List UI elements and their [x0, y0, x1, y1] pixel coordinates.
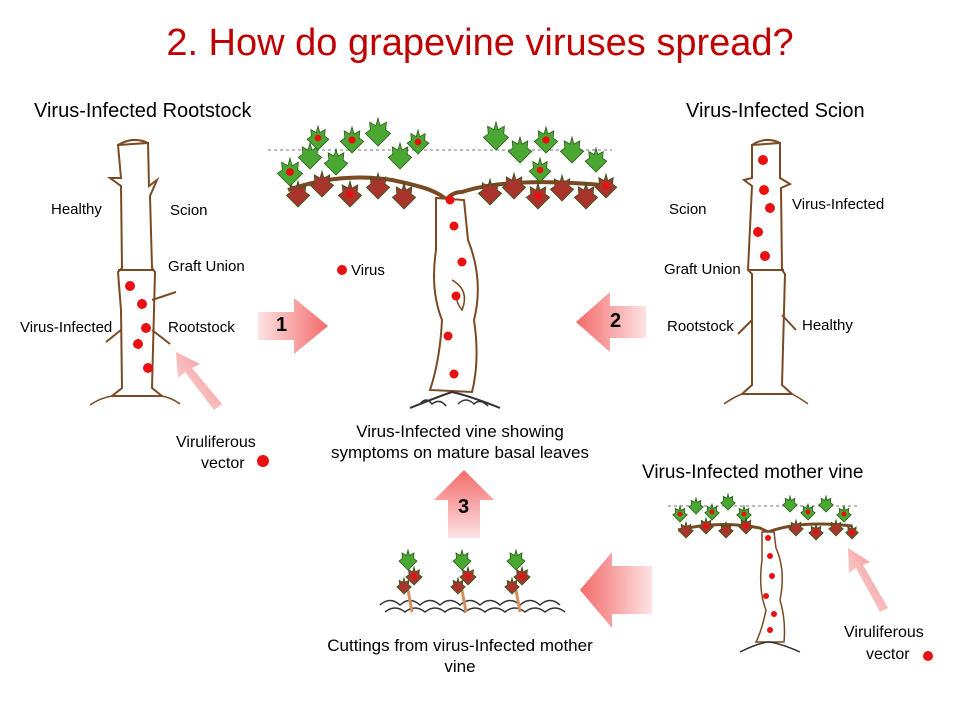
grape-leaf: [836, 504, 852, 523]
left-scion-label: Scion: [170, 202, 208, 219]
left-rootstock-label: Rootstock: [168, 319, 235, 336]
cuttings-caption: Cuttings from virus-Infected mother vine: [300, 635, 620, 677]
center-trunk-virus-dots: [443, 195, 467, 379]
grape-leaf: [573, 181, 599, 210]
grape-leaf: [788, 518, 804, 537]
center-caption-line-2: symptoms on mature basal leaves: [331, 443, 589, 462]
right-scion-label: Scion: [669, 201, 707, 218]
cuttings-caption-line-2: vine: [444, 657, 476, 676]
grape-leaf: [450, 576, 466, 595]
grape-leaf: [396, 576, 412, 595]
grape-leaf: [736, 504, 752, 523]
grape-leaf: [309, 169, 335, 198]
grape-leaf: [718, 520, 734, 539]
grape-leaf: [738, 516, 754, 535]
grape-leaf: [525, 181, 551, 210]
grape-leaf: [698, 516, 714, 535]
grape-leaf: [477, 177, 503, 206]
arrow-1-label: 1: [276, 314, 288, 336]
vector-virus-dots: [257, 455, 933, 661]
right-virus-infected-label: Virus-Infected: [792, 196, 885, 213]
grape-leaf: [337, 179, 363, 208]
grape-leaf: [720, 492, 736, 511]
grape-leaf: [276, 156, 304, 187]
arrow-left-icon: [576, 292, 646, 352]
grape-leaf: [501, 171, 527, 200]
mother-vector-label-1: Viruliferous: [844, 624, 924, 641]
grape-leaf: [452, 548, 472, 571]
grape-leaf: [678, 520, 694, 539]
left-vector-label-2: vector: [201, 455, 245, 472]
vector-arrow-icon-mother: [848, 548, 888, 612]
grape-leaf: [297, 141, 323, 170]
cuttings-caption-line-1: Cuttings from virus-Infected mother: [327, 636, 593, 655]
grape-leaf: [285, 179, 311, 208]
grape-leaf: [533, 125, 559, 154]
arrow-up-icon: [434, 470, 494, 538]
grape-leaf: [549, 173, 575, 202]
infected-scion-stem: [723, 139, 809, 405]
left-virus-infected-label: Virus-Infected: [20, 319, 113, 336]
mother-vine-trunk: [677, 522, 853, 653]
infected-rootstock-stem: [89, 139, 181, 406]
center-vine-canopy: [276, 116, 618, 210]
cuttings-group: [379, 589, 566, 613]
grape-leaf: [504, 576, 520, 595]
grape-leaf: [459, 565, 477, 586]
grape-leaf: [808, 522, 824, 541]
mother-vine-virus-dots: [763, 535, 777, 633]
vector-arrow-icon: [176, 352, 222, 410]
virus-dot-icon: [337, 265, 347, 275]
grape-leaf: [365, 171, 391, 200]
grape-leaf: [782, 494, 798, 513]
right-rootstock-label: Rootstock: [667, 318, 734, 335]
grape-leaf: [528, 156, 552, 183]
scion-virus-dots: [753, 155, 775, 261]
grape-leaf: [482, 120, 510, 151]
right-healthy-label: Healthy: [802, 317, 853, 334]
grape-leaf: [405, 565, 423, 586]
grape-leaf: [364, 116, 392, 147]
center-caption-line-1: Virus-Infected vine showing: [356, 422, 564, 441]
grape-leaf: [594, 172, 618, 199]
grape-leaf: [507, 135, 533, 164]
left-vector-label-1: Viruliferous: [176, 434, 256, 451]
arrow-2-label: 2: [610, 310, 622, 332]
grape-leaf: [559, 135, 585, 164]
grape-leaf: [391, 181, 417, 210]
grape-leaf: [704, 502, 720, 521]
page-title: 2. How do grapevine viruses spread?: [166, 22, 794, 64]
grape-leaf: [672, 504, 688, 523]
arrow-left-mother-icon: [580, 552, 652, 628]
grape-leaf: [845, 523, 859, 540]
grape-leaf: [800, 502, 816, 521]
grape-leaf: [513, 565, 531, 586]
grape-leaf: [339, 125, 365, 154]
left-graft-union-label: Graft Union: [168, 258, 245, 275]
arrow-right-icon: [258, 298, 328, 354]
right-graft-union-label: Graft Union: [664, 261, 741, 278]
mother-vine-heading: Virus-Infected mother vine: [642, 462, 864, 483]
grape-leaf: [323, 147, 349, 176]
grape-leaf: [584, 146, 608, 173]
grape-leaf: [398, 548, 418, 571]
virus-legend-label: Virus: [351, 262, 385, 279]
grape-leaf: [406, 128, 430, 155]
grape-leaf: [306, 124, 330, 151]
grape-leaf: [828, 518, 844, 537]
cuttings-foliage: [396, 548, 531, 595]
mother-vector-label-2: vector: [866, 646, 910, 663]
grape-leaf: [387, 141, 413, 170]
grape-leaf: [506, 548, 526, 571]
right-heading: Virus-Infected Scion: [686, 100, 865, 122]
rootstock-virus-dots: [125, 281, 153, 373]
arrow-3-label: 3: [458, 496, 470, 518]
mother-vine-canopy: [672, 492, 859, 541]
left-heading: Virus-Infected Rootstock: [34, 100, 252, 122]
left-healthy-label: Healthy: [51, 201, 102, 218]
grape-leaf: [688, 496, 704, 515]
center-caption: Virus-Infected vine showing symptoms on …: [300, 421, 620, 463]
grape-leaf: [818, 494, 834, 513]
